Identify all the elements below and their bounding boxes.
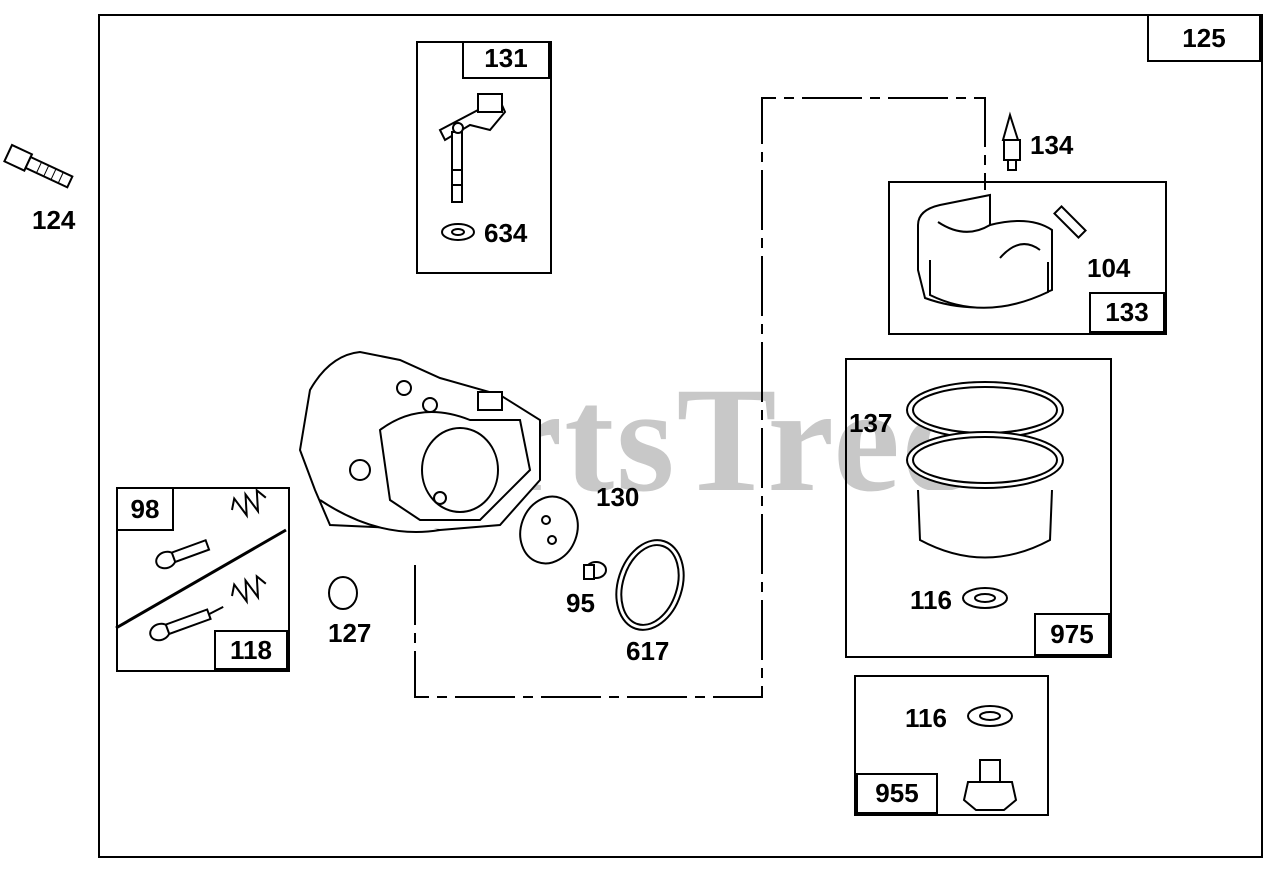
main-frame [98, 14, 1263, 858]
label-134: 134 [1030, 130, 1074, 160]
label-130: 130 [596, 482, 640, 512]
label-124: 124 [32, 205, 76, 235]
tag-131: 131 [462, 41, 550, 79]
tag-125: 125 [1147, 14, 1261, 62]
kit-box-955 [854, 675, 1049, 816]
label-634: 634 [484, 218, 528, 248]
dashed-connector [414, 97, 986, 698]
bolt-124-icon [3, 143, 74, 189]
tag-955: 955 [856, 773, 938, 814]
kit-box-975 [845, 358, 1112, 658]
gasket-617-icon [615, 539, 685, 631]
label-116-nut: 116 [905, 703, 947, 733]
screw-kit-118-icon [115, 488, 287, 642]
float-bowl-975-icon [906, 381, 1064, 609]
needle-134-icon [1001, 111, 1021, 171]
float-133-icon [917, 193, 1087, 309]
label-104: 104 [1087, 253, 1131, 283]
choke-shaft-131-icon [438, 93, 507, 241]
label-95: 95 [566, 588, 595, 618]
tag-975: 975 [1034, 613, 1110, 656]
kit-box-133 [888, 181, 1167, 335]
screw-95-icon [583, 561, 607, 580]
tag-98: 98 [116, 487, 174, 531]
tag-118: 118 [214, 630, 288, 670]
label-127: 127 [328, 618, 372, 648]
throttle-plate-130-icon [519, 495, 579, 565]
label-617: 617 [626, 636, 670, 666]
label-116-bowl: 116 [910, 585, 952, 615]
label-137: 137 [849, 408, 893, 438]
welch-plug-127-icon [328, 576, 358, 610]
tag-133: 133 [1089, 292, 1165, 333]
bowl-nut-955-icon [962, 705, 1018, 811]
carburetor-body-icon [298, 350, 541, 533]
kit-box-118 [116, 487, 290, 672]
